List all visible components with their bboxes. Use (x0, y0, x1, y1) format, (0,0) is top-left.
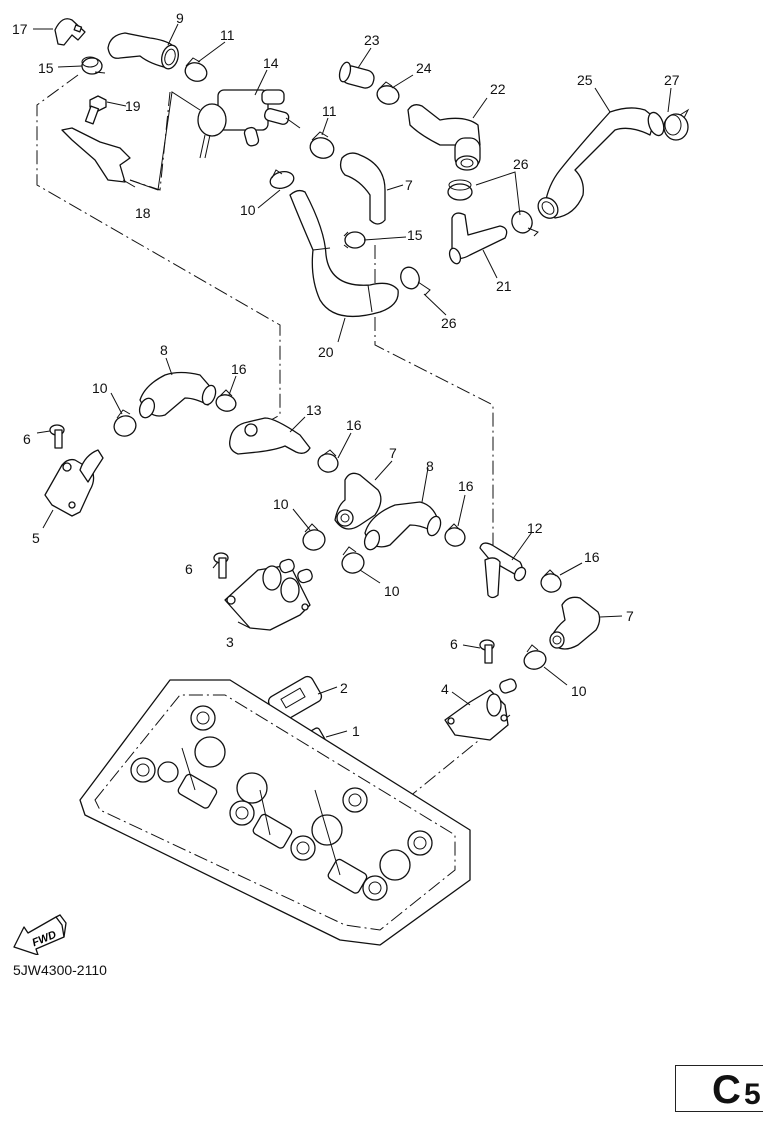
callout-16: 16 (584, 549, 600, 565)
part-24-clamp (376, 81, 400, 105)
part-3-cover (224, 558, 313, 631)
callout-3: 3 (226, 634, 234, 650)
page-label-number: 5 (744, 1078, 761, 1111)
part-20-hose (289, 189, 399, 318)
callout-7: 7 (626, 608, 634, 624)
callout-10: 10 (92, 380, 108, 396)
part-11-clamp-right (309, 131, 335, 159)
callout-9: 9 (176, 10, 184, 26)
callout-11: 11 (220, 27, 235, 43)
part-14-air-cut-valve (197, 89, 301, 159)
part-13-y-pipe (229, 417, 311, 455)
part-10-clamp-center-upper (302, 523, 326, 551)
callout-1: 1 (352, 723, 360, 739)
part-18-bracket (61, 127, 131, 183)
callout-leaders (33, 23, 672, 738)
part-15-hose-clamp (81, 56, 106, 75)
callout-11: 11 (322, 103, 337, 119)
part-9-hose (107, 32, 179, 70)
page-label-letter: C (712, 1068, 741, 1112)
part-7-hose-top (339, 152, 386, 225)
part-26-clamp-lower (400, 266, 431, 296)
part-16-clamp-a (215, 389, 237, 412)
callout-10: 10 (273, 496, 289, 512)
callout-6: 6 (450, 636, 458, 652)
part-8-hose-right (363, 501, 442, 551)
forward-direction-icon: FWD (13, 914, 67, 955)
callout-25: 25 (577, 72, 593, 88)
drawing-code: 5JW4300-2110 (13, 962, 107, 978)
part-7-hose-right (549, 596, 601, 650)
callout-18: 18 (135, 205, 151, 221)
callout-26: 26 (441, 315, 457, 331)
callout-7: 7 (405, 177, 413, 193)
callout-12: 12 (527, 520, 543, 536)
part-26-clamp-right (511, 210, 539, 237)
part-15-clamp-mid (343, 231, 366, 249)
part-11-clamp-top (184, 57, 208, 82)
callout-15: 15 (38, 60, 54, 76)
part-6-bolt-center (213, 552, 229, 579)
callout-22: 22 (490, 81, 506, 97)
part-8-hose-left (138, 371, 217, 419)
part-16-clamp-c (444, 523, 466, 547)
part-16-clamp-b (317, 449, 339, 473)
callout-23: 23 (364, 32, 380, 48)
part-10-clamp-center-lower (341, 546, 365, 574)
callout-5: 5 (32, 530, 40, 546)
part-7-hose-mid (334, 472, 382, 530)
part-22-hose-elbow (407, 104, 481, 171)
part-17-bracket (54, 18, 86, 46)
part-27-clamp (663, 108, 690, 141)
callout-21: 21 (496, 278, 512, 294)
part-6-bolt-right (479, 639, 495, 664)
callout-15: 15 (407, 227, 423, 243)
page-label-box: C 5 (675, 1065, 763, 1112)
callout-24: 24 (416, 60, 432, 76)
leader-26-shared (475, 171, 521, 216)
part-16-clamp-d (540, 569, 562, 593)
part-23-cap (338, 61, 375, 89)
callout-6: 6 (185, 561, 193, 577)
callout-20: 20 (318, 344, 334, 360)
part-4-cover (444, 678, 517, 741)
part-6-bolt-left (49, 424, 65, 449)
callout-17: 17 (12, 21, 28, 37)
callout-16: 16 (231, 361, 247, 377)
callout-8: 8 (426, 458, 434, 474)
part-25-hose (537, 107, 665, 219)
callout-2: 2 (340, 680, 348, 696)
part-12-tee-pipe (479, 542, 527, 599)
part-5-cover (44, 449, 104, 517)
callout-10: 10 (571, 683, 587, 699)
callout-14: 14 (263, 55, 279, 71)
part-10-clamp-right (523, 644, 547, 670)
part-26-clamp-upper (447, 179, 473, 201)
callout-16: 16 (346, 417, 362, 433)
callout-27: 27 (664, 72, 680, 88)
callout-4: 4 (441, 681, 449, 697)
callout-16: 16 (458, 478, 474, 494)
part-10-clamp-left (113, 409, 137, 437)
part-21-tee-joint (448, 212, 508, 265)
leader-14-to-18 (129, 91, 201, 191)
callout-13: 13 (306, 402, 322, 418)
callout-26: 26 (513, 156, 529, 172)
part-19-bolt (84, 95, 107, 125)
callout-7: 7 (389, 445, 397, 461)
callout-8: 8 (160, 342, 168, 358)
part-10-clamp-valve (269, 169, 295, 189)
callout-10: 10 (384, 583, 400, 599)
callout-19: 19 (125, 98, 141, 114)
callout-6: 6 (23, 431, 31, 447)
cylinder-head-cover (79, 679, 471, 946)
callout-10: 10 (240, 202, 256, 218)
